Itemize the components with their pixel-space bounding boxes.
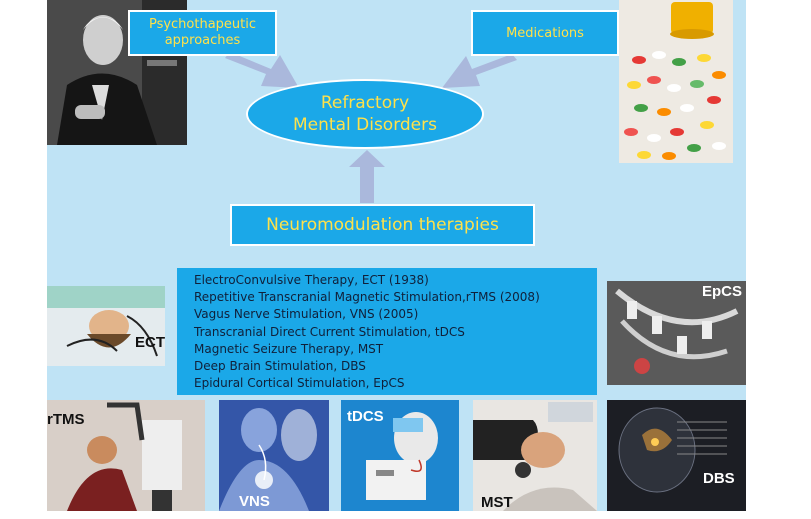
photo-dbs: DBS [607,400,746,511]
dbs-label: DBS [703,470,735,487]
rtms-label: rTMS [47,411,85,428]
vns-label: VNS [239,493,270,510]
photo-vns: VNS [219,400,329,511]
slide: Psychothapeutic approaches Medications R… [47,0,746,511]
epcs-label: EpCS [702,283,743,300]
arrow-bottom-to-center [349,150,385,203]
tdcs-label: tDCS [347,408,384,425]
therapy-item: Epidural Cortical Stimulation, EpCS [194,376,405,391]
photo-mst: MST [473,400,597,511]
arrows [225,52,517,203]
therapy-item: Transcranial Direct Current Stimulation,… [194,324,465,339]
therapy-item: ElectroConvulsive Therapy, ECT (1938) [194,273,429,287]
psychotherapeutic-line1: Psychothapeutic [148,17,257,32]
medications-box: Medications [471,10,619,56]
arrow-left-to-center [225,52,299,88]
photo-epcs: EpCS [607,281,746,385]
photo-ect: ECT [47,286,165,366]
refractory-disorders-ellipse: Refractory Mental Disorders [246,79,484,149]
arrow-right-to-center [442,54,517,88]
photo-medication-pills [619,0,733,163]
therapy-list: ElectroConvulsive Therapy, ECT (1938) Re… [177,268,597,395]
neuromodulation-label: Neuromodulation therapies [266,215,499,235]
ellipse-line1: Refractory [320,93,410,113]
medications-label: Medications [506,25,584,41]
therapy-item: Vagus Nerve Stimulation, VNS (2005) [194,307,419,322]
ect-label: ECT [135,334,165,351]
psychotherapeutic-box: Psychothapeutic approaches [128,10,277,56]
neuromodulation-box: Neuromodulation therapies [230,204,535,246]
photo-rtms: rTMS [47,400,205,511]
psychotherapeutic-line2: approaches [164,33,241,48]
therapy-item: Deep Brain Stimulation, DBS [194,359,366,374]
therapy-item: Repetitive Transcranial Magnetic Stimula… [194,290,540,305]
mst-label: MST [481,494,513,511]
photo-tdcs: tDCS [341,400,459,511]
therapy-item: Magnetic Seizure Therapy, MST [194,341,384,356]
ellipse-line2: Mental Disorders [293,115,437,135]
